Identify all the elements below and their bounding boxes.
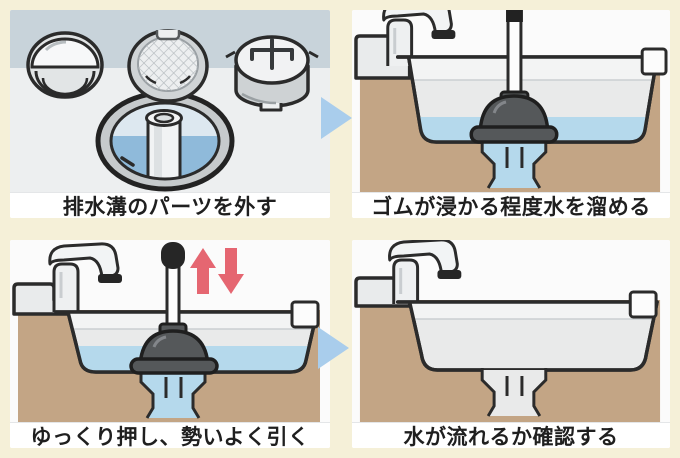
- step-2-illustration: [352, 10, 670, 192]
- drain-trap-cup-icon: [225, 35, 319, 112]
- faucet-icon: [48, 242, 122, 312]
- drain-pipe-icon: [480, 140, 548, 189]
- step-3-caption: ゆっくり押し、勢いよく引く: [10, 422, 330, 448]
- step-4-panel: 水が流れるか確認する: [352, 240, 670, 448]
- plunging-art: [10, 240, 330, 422]
- step-3-illustration: [10, 240, 330, 422]
- faucet-icon: [388, 240, 462, 304]
- drain-cover-icon: [26, 31, 104, 99]
- sink-rim-block: [628, 290, 658, 319]
- empty-sink-art: [352, 240, 670, 422]
- faucet-icon: [382, 10, 456, 66]
- step-4-illustration: [352, 240, 670, 422]
- next-step-arrow-icon: [317, 326, 350, 370]
- strainer-basket-icon: [127, 29, 209, 103]
- step-1-panel: 排水溝のパーツを外す: [10, 10, 330, 218]
- push-pull-arrows-icon: [190, 248, 244, 294]
- plunger-icon: [469, 10, 559, 144]
- sink-rim-block: [290, 300, 320, 329]
- drain-hole-icon: [95, 90, 235, 192]
- down-arrow-icon: [218, 248, 244, 294]
- step-4-caption: 水が流れるか確認する: [352, 422, 670, 448]
- plunger-in-water-art: [352, 10, 670, 192]
- next-step-arrow-icon: [320, 96, 353, 140]
- step-1-caption: 排水溝のパーツを外す: [10, 192, 330, 218]
- step-1-illustration: [10, 10, 330, 192]
- plunger-knob: [161, 242, 185, 269]
- up-arrow-icon: [190, 248, 216, 294]
- drain-pipe-icon: [139, 370, 207, 419]
- step-2-caption: ゴムが浸かる程度水を溜める: [352, 192, 670, 218]
- sink-rim-block: [640, 47, 668, 76]
- drain-parts-art: [10, 10, 330, 192]
- step-2-panel: ゴムが浸かる程度水を溜める: [352, 10, 670, 218]
- plunger-icon: [129, 242, 219, 375]
- step-3-panel: ゆっくり押し、勢いよく引く: [10, 240, 330, 448]
- drain-pipe-icon: [480, 368, 548, 417]
